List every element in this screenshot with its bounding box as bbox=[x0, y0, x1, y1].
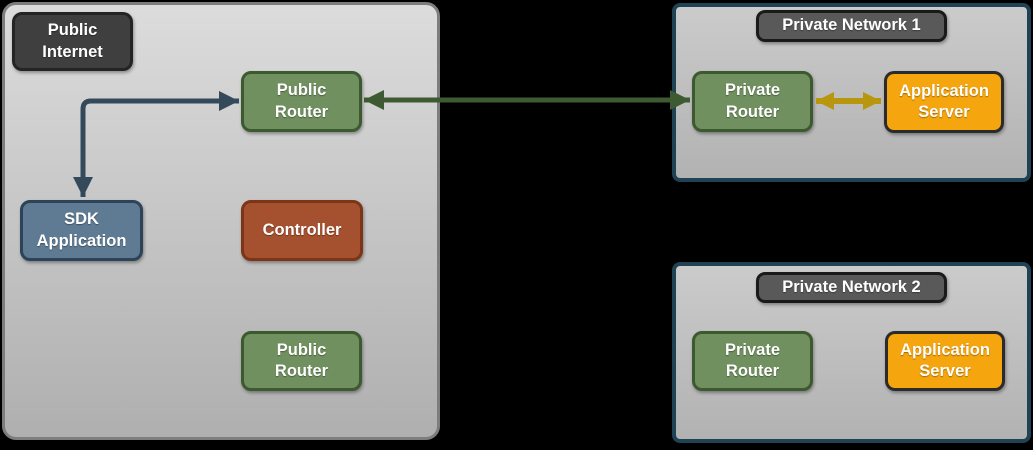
node-application-server-2: Application Server bbox=[885, 331, 1005, 391]
private-network-1-zone: Private Network 1 Private Router Applica… bbox=[672, 3, 1031, 182]
node-public-router-bottom: Public Router bbox=[241, 331, 362, 391]
public-internet-label: Public Internet bbox=[12, 12, 133, 71]
private-network-1-label: Private Network 1 bbox=[756, 10, 947, 42]
node-application-server-1: Application Server bbox=[884, 71, 1004, 133]
node-private-router-1: Private Router bbox=[692, 71, 813, 132]
private-network-2-label: Private Network 2 bbox=[756, 272, 947, 303]
private-network-2-zone: Private Network 2 Private Router Applica… bbox=[672, 262, 1031, 443]
node-private-router-2: Private Router bbox=[692, 331, 813, 391]
public-internet-zone: Public Internet Public Router SDK Applic… bbox=[2, 2, 440, 440]
node-sdk-application: SDK Application bbox=[20, 200, 143, 261]
node-controller: Controller bbox=[241, 200, 363, 261]
node-public-router-top: Public Router bbox=[241, 71, 362, 132]
